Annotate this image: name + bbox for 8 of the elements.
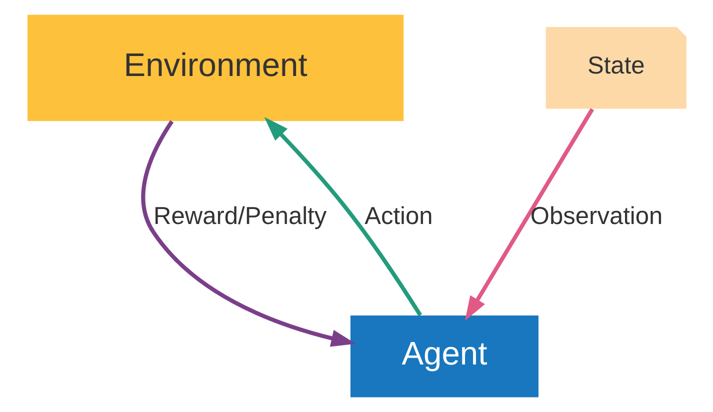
edge-label: Observation [530,202,662,230]
node-box: Agent [350,316,538,398]
arrow [264,117,422,316]
arrow [464,108,594,321]
edge-label: Reward/Penalty [153,202,326,230]
node-box: Environment [27,14,404,121]
arrow [140,120,356,347]
edge-label: Action [364,202,432,230]
